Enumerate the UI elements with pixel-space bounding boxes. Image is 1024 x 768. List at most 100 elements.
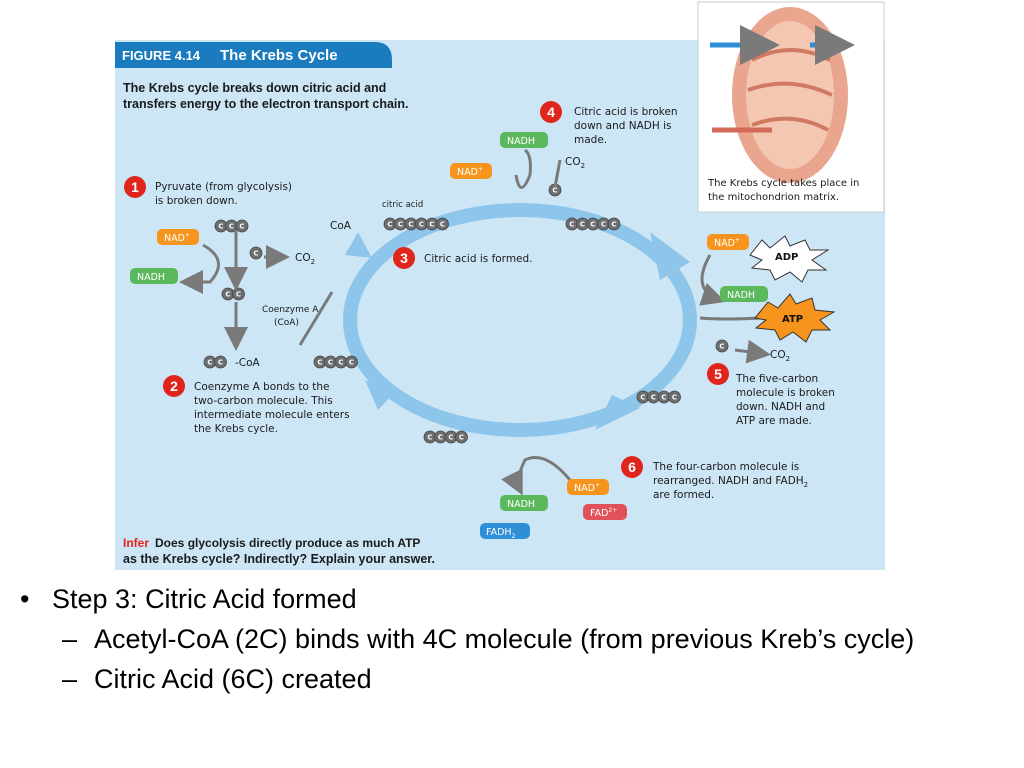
carbon-atom bbox=[668, 390, 681, 404]
sub-bullet-acetyl-text: Acetyl-CoA (2C) binds with 4C molecule (… bbox=[94, 624, 915, 654]
svg-text:5: 5 bbox=[714, 366, 722, 382]
mitochondrion-inset: The Krebs cycle takes place in the mitoc… bbox=[697, 1, 885, 213]
step2-text-line2: two-carbon molecule. This bbox=[194, 395, 333, 407]
nadh-pill-5: NADH bbox=[720, 286, 768, 302]
step5-text-line4: ATP are made. bbox=[736, 415, 812, 427]
figure-title-tab: FIGURE 4.14 The Krebs Cycle bbox=[115, 42, 392, 68]
step4-text-line2: down and NADH is bbox=[574, 120, 672, 132]
nad-curve-5 bbox=[699, 254, 726, 306]
svg-text:3: 3 bbox=[400, 250, 408, 266]
carbon-atom-label: C bbox=[611, 221, 616, 229]
svg-text:NAD+: NAD+ bbox=[457, 166, 483, 178]
carbon-atom-label: C bbox=[349, 359, 354, 367]
carbon-atom-label: C bbox=[429, 221, 434, 229]
carbon-atom-label: C bbox=[338, 359, 343, 367]
step-badge-6: 6 bbox=[621, 456, 643, 478]
step5-text-line1: The five-carbon bbox=[735, 373, 818, 385]
step2-text-line3: intermediate molecule enters bbox=[194, 409, 350, 421]
co2-line-4 bbox=[553, 159, 562, 188]
carbon-atom-label: C bbox=[651, 394, 656, 402]
carbon-atom-label: C bbox=[253, 250, 258, 258]
cycle-ring bbox=[343, 203, 697, 437]
figure-intro-line1: The Krebs cycle breaks down citric acid … bbox=[123, 81, 386, 95]
coa-label: CoA bbox=[330, 220, 352, 232]
nad-curve-1 bbox=[179, 243, 220, 294]
svg-text:2: 2 bbox=[170, 378, 178, 394]
carbon-atom-label: C bbox=[408, 221, 413, 229]
carbon-atom bbox=[249, 246, 263, 260]
nad-curve-6 bbox=[501, 456, 572, 496]
svg-text:4: 4 bbox=[547, 104, 555, 120]
carbon-atom-label: C bbox=[640, 394, 645, 402]
dash: – bbox=[62, 664, 78, 694]
step-badge-4: 4 bbox=[540, 101, 562, 123]
carbon-atom-label: C bbox=[672, 394, 677, 402]
carbon-atom bbox=[345, 355, 358, 369]
carbon-atom bbox=[715, 339, 729, 353]
carbon-atom bbox=[607, 217, 621, 231]
adp-star: ADP bbox=[749, 235, 830, 283]
svg-text:6: 6 bbox=[628, 459, 636, 475]
cycle-arrowhead-left bbox=[365, 380, 395, 410]
figure-intro-line2: transfers energy to the electron transpo… bbox=[123, 97, 409, 111]
nad-pill-1: NAD+ bbox=[157, 229, 199, 245]
carbon-atom-label: C bbox=[580, 221, 585, 229]
carbon-atom-label: C bbox=[207, 359, 212, 367]
carbon-atom bbox=[436, 217, 449, 231]
svg-text:NAD+: NAD+ bbox=[574, 482, 600, 494]
carbon-atom-label: C bbox=[229, 223, 234, 231]
carbon-atom-label: C bbox=[661, 394, 666, 402]
nadh-pill-6: NADH bbox=[500, 495, 548, 511]
citric-acid-label: citric acid bbox=[382, 200, 423, 210]
step5-text-line3: down. NADH and bbox=[736, 401, 825, 413]
svg-text:NADH: NADH bbox=[507, 499, 535, 510]
carbon-atom bbox=[214, 355, 227, 369]
figure-label: FIGURE 4.14 bbox=[122, 48, 201, 63]
coenzyme-label-line1: Coenzyme A bbox=[262, 305, 319, 315]
step-badge-2: 2 bbox=[163, 375, 185, 397]
co2-label-1: CO2 bbox=[295, 252, 315, 266]
acetyl-coa-suffix: -CoA bbox=[235, 357, 261, 369]
nadh-pill-4: NADH bbox=[500, 132, 548, 148]
nad-curve-4 bbox=[514, 148, 532, 189]
cycle-arrowhead-right bbox=[650, 232, 690, 280]
nad-pill-4: NAD+ bbox=[450, 163, 492, 179]
svg-text:FADH2: FADH2 bbox=[486, 527, 516, 540]
carbon-atom-label: C bbox=[387, 221, 392, 229]
step5-text-line2: molecule is broken bbox=[736, 387, 835, 399]
inset-caption-line1: The Krebs cycle takes place in bbox=[707, 178, 859, 189]
carbon-atom-label: C bbox=[448, 434, 453, 442]
coenzyme-line bbox=[298, 291, 334, 346]
co2-carbon-5: C bbox=[715, 339, 729, 353]
adp-line bbox=[699, 316, 761, 321]
carbon-atom-label: C bbox=[440, 221, 445, 229]
svg-text:FAD2+: FAD2+ bbox=[590, 507, 617, 519]
carbon-atom-label: C bbox=[239, 223, 244, 231]
step-badge-5: 5 bbox=[707, 363, 729, 385]
step6-text-line3: are formed. bbox=[653, 489, 714, 501]
dash: – bbox=[62, 624, 78, 654]
sub-bullet-citric-text: Citric Acid (6C) created bbox=[94, 664, 372, 694]
cycle-arrowhead-top-left bbox=[345, 232, 372, 258]
slide-bullets: Step 3: Citric Acid formed –Acetyl-CoA (… bbox=[20, 582, 1010, 702]
nad-pill-6: NAD+ bbox=[567, 479, 609, 495]
svg-text:NAD+: NAD+ bbox=[164, 232, 190, 244]
infer-line2: as the Krebs cycle? Indirectly? Explain … bbox=[123, 552, 435, 566]
carbon-atom-label: C bbox=[590, 221, 595, 229]
inset-caption-line2: the mitochondrion matrix. bbox=[708, 192, 839, 203]
atp-star: ATP bbox=[754, 293, 836, 343]
step-badge-1: 1 bbox=[124, 176, 146, 198]
step2-text-line4: the Krebs cycle. bbox=[194, 423, 278, 435]
figure-title: The Krebs Cycle bbox=[220, 47, 338, 64]
svg-text:NADH: NADH bbox=[507, 136, 535, 147]
cycle-arrowhead-bottom bbox=[595, 395, 640, 430]
step3-text: Citric acid is formed. bbox=[424, 253, 533, 265]
sub-bullet-citric: –Citric Acid (6C) created bbox=[20, 662, 1010, 696]
